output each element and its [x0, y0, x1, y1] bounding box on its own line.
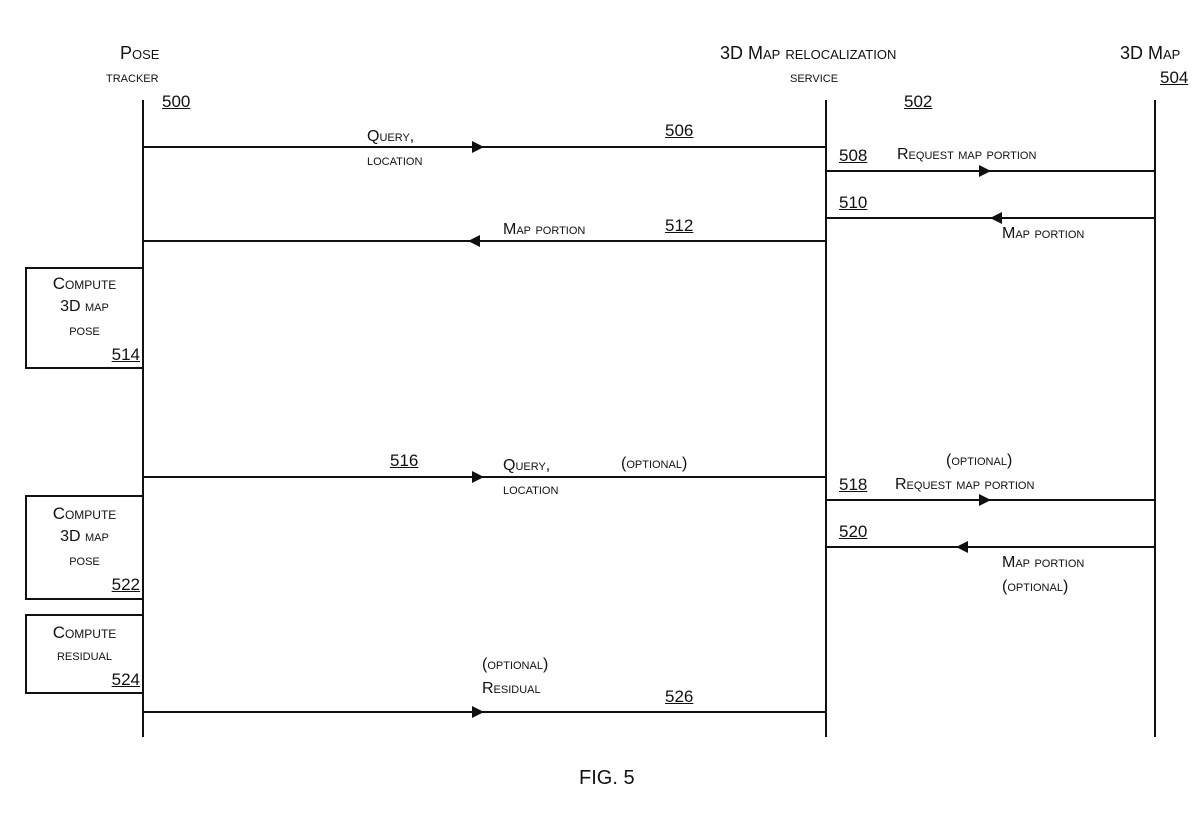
process-box-522-line1: Compute: [52, 504, 117, 523]
message-516-optional: (optional): [621, 455, 688, 472]
process-box-514-ref: 514: [111, 345, 140, 364]
message-526-ref: 526: [665, 687, 694, 706]
participant-pose-tracker-line2: tracker: [106, 69, 159, 86]
message-516-ref: 516: [390, 451, 419, 470]
message-510-arrowhead: [990, 212, 1002, 224]
process-box-522-line3: pose: [69, 552, 100, 569]
message-506-ref: 506: [665, 121, 694, 140]
participant-service-line2: service: [790, 69, 839, 86]
participant-service-line1: 3D Map relocalization: [720, 43, 897, 63]
participant-3d-map-line1: 3D Map: [1120, 43, 1181, 63]
process-box-522-line2: 3D map: [60, 528, 109, 545]
message-516-arrowhead: [472, 471, 484, 483]
message-520-arrowhead: [956, 541, 968, 553]
process-box-524-ref: 524: [111, 670, 140, 689]
message-518-optional: (optional): [946, 452, 1013, 469]
message-506-label-line2: location: [367, 152, 423, 169]
message-516-label-line2: location: [503, 481, 559, 498]
process-box-522-ref: 522: [111, 575, 140, 594]
process-box-524-line2: residual: [56, 647, 113, 664]
process-box-524-line1: Compute: [52, 623, 117, 642]
message-510-label: Map portion: [1002, 225, 1085, 242]
participant-3d-map-ref: 504: [1160, 68, 1189, 87]
process-box-514-line2: 3D map: [60, 298, 109, 315]
message-526-label: Residual: [482, 680, 541, 697]
message-518-label: Request map portion: [895, 476, 1035, 493]
message-518-arrowhead: [979, 494, 991, 506]
participant-pose-tracker-ref: 500: [162, 92, 191, 111]
participant-pose-tracker-line1: Pose: [120, 43, 160, 63]
message-520-label: Map portion: [1002, 554, 1085, 571]
process-box-514: Compute 3D map pose 514: [25, 267, 144, 369]
message-512-arrowhead: [468, 235, 480, 247]
process-box-524: Compute residual 524: [25, 614, 144, 694]
message-520-ref: 520: [839, 522, 868, 541]
message-516-label-line1: Query,: [503, 457, 551, 474]
participant-service-ref: 502: [904, 92, 933, 111]
message-510-ref: 510: [839, 193, 868, 212]
message-508-ref: 508: [839, 146, 868, 165]
message-508-arrowhead: [979, 165, 991, 177]
message-520-optional: (optional): [1002, 578, 1069, 595]
process-box-514-line1: Compute: [52, 274, 117, 293]
message-518-ref: 518: [839, 475, 868, 494]
message-526-arrowhead: [472, 706, 484, 718]
process-box-514-line3: pose: [69, 322, 100, 339]
message-506-label-line1: Query,: [367, 128, 415, 145]
message-508-label: Request map portion: [897, 146, 1037, 163]
figure-caption: FIG. 5: [579, 767, 635, 789]
message-506-arrowhead: [472, 141, 484, 153]
process-box-522: Compute 3D map pose 522: [25, 495, 144, 600]
message-512-label: Map portion: [503, 221, 586, 238]
message-512-ref: 512: [665, 216, 694, 235]
message-526-optional: (optional): [482, 656, 549, 673]
